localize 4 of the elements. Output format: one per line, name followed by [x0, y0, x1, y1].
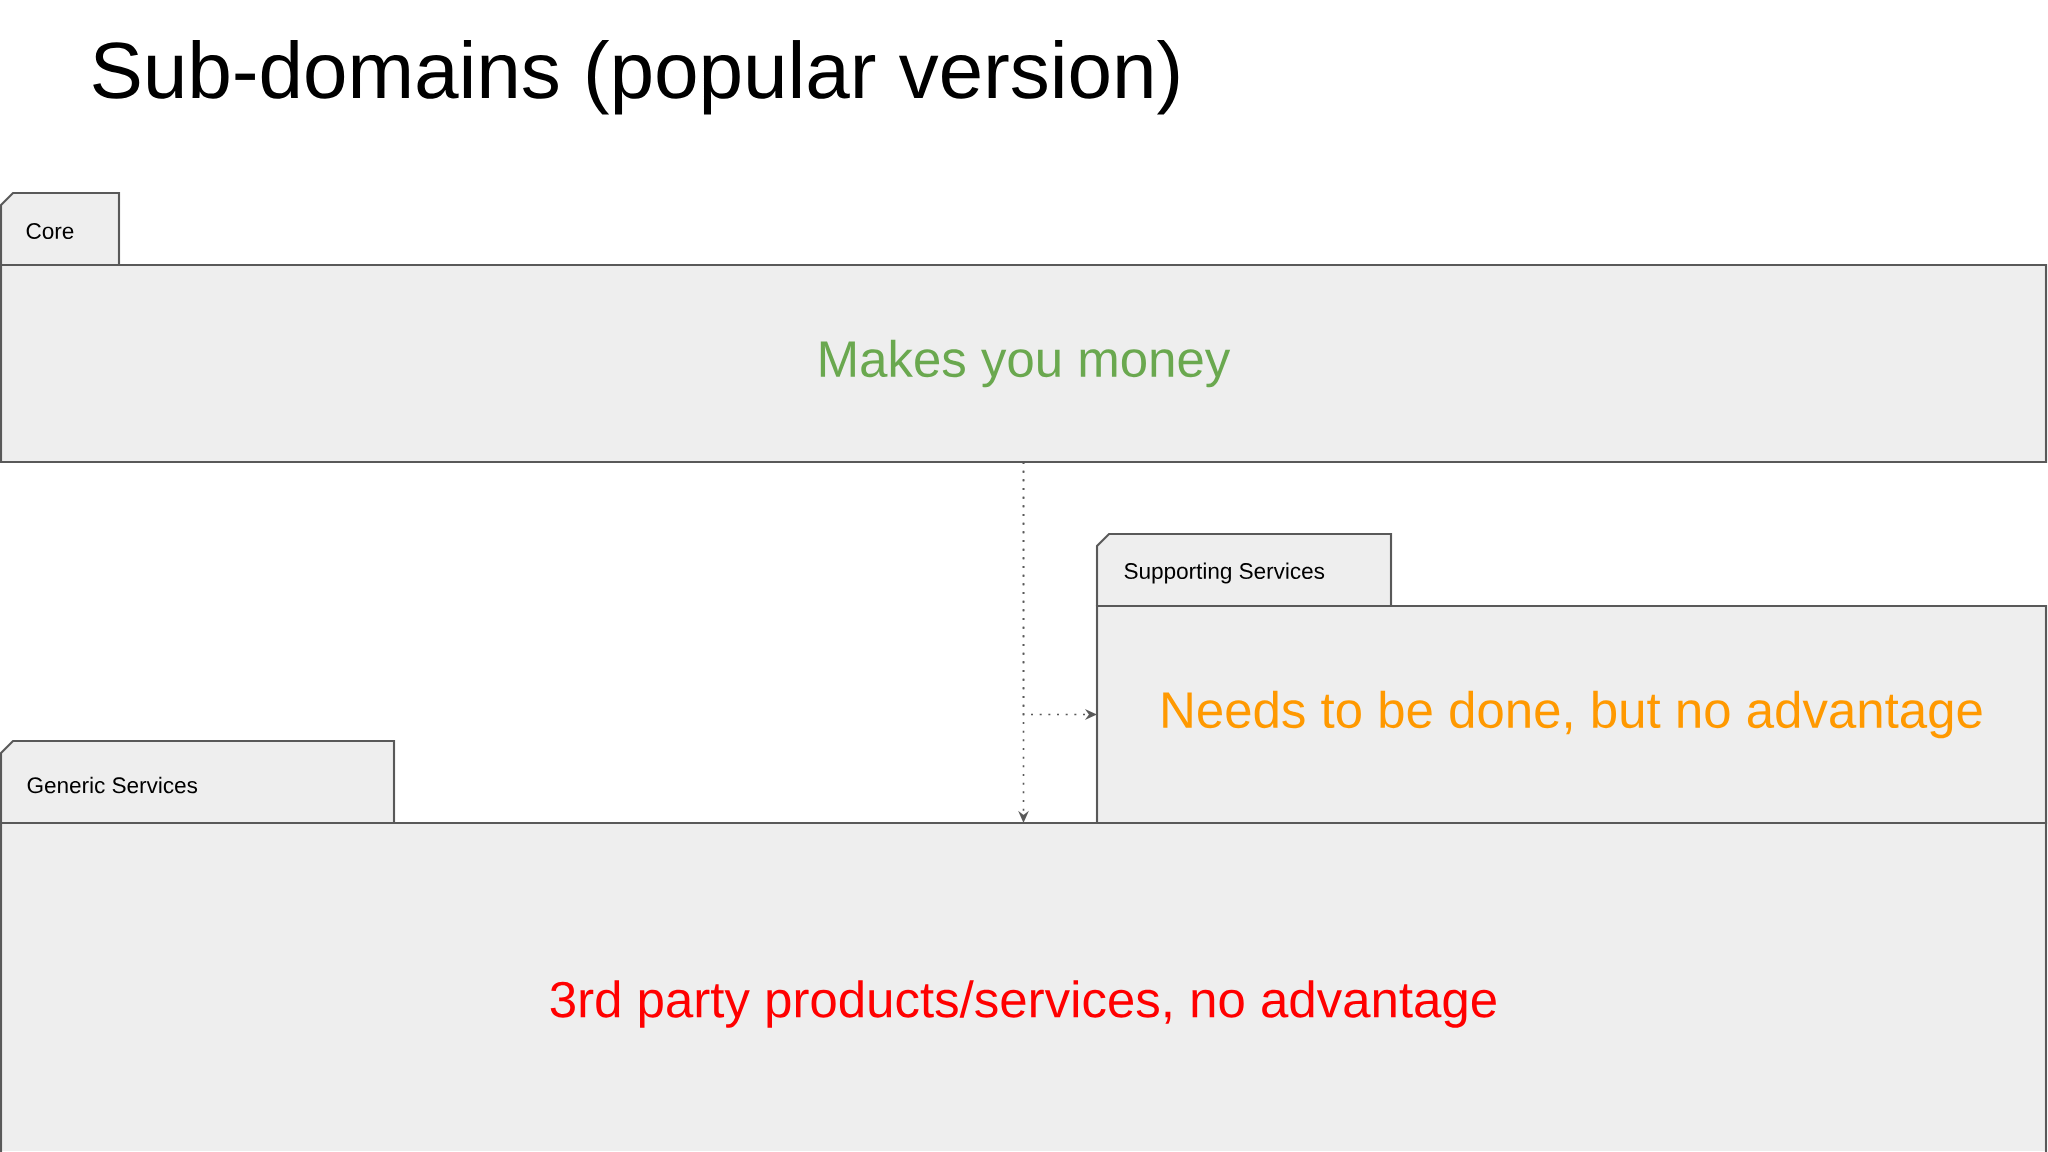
title: Sub-domains (popular version)	[93, 40, 1179, 115]
package-tab: Supporting Services	[1095, 532, 1393, 608]
package-tab: Core	[0, 191, 121, 267]
package-tab: Generic Services	[0, 739, 396, 825]
